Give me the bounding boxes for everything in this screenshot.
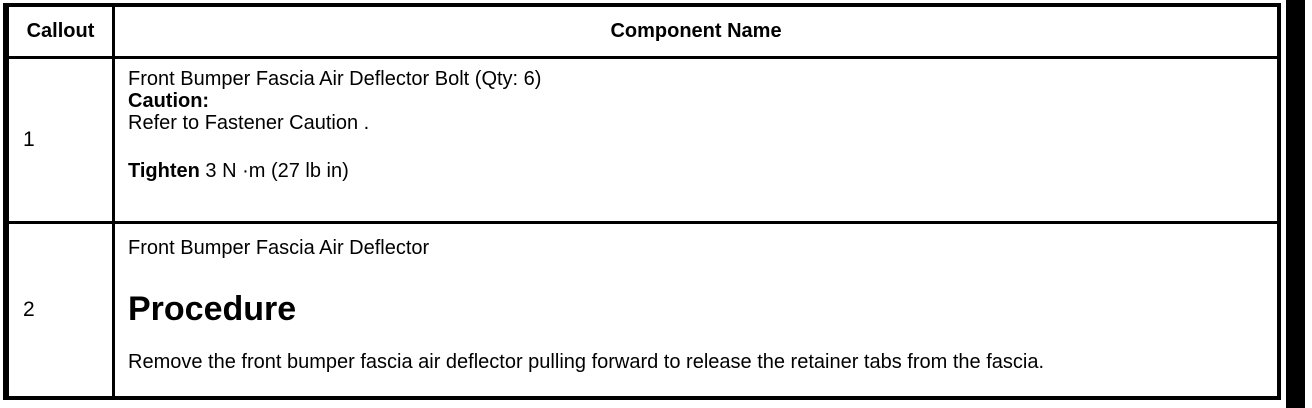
table-row-1-content: Front Bumper Fascia Air Deflector Bolt (… — [112, 56, 1277, 221]
procedure-text: Remove the front bumper fascia air defle… — [128, 351, 1045, 373]
tighten-line: Tighten 3 N ·m (27 lb in) — [128, 160, 1265, 182]
callout-number: 2 — [23, 298, 35, 321]
component-table: Callout Component Name 1 Front Bumper Fa… — [3, 3, 1281, 400]
table-row-1-callout: 1 — [9, 56, 112, 221]
caution-label: Caution: — [128, 90, 210, 112]
callout-number: 1 — [23, 128, 35, 151]
header-callout: Callout — [9, 7, 112, 56]
right-edge-bar — [1286, 0, 1305, 408]
header-callout-label: Callout — [26, 20, 95, 42]
component-name-text: Front Bumper Fascia Air Deflector Bolt (… — [128, 68, 542, 90]
tighten-value: 3 N ·m (27 lb in) — [199, 160, 349, 182]
header-component-name-label: Component Name — [610, 20, 782, 42]
header-component-name: Component Name — [112, 7, 1277, 56]
table-row-2-callout: 2 — [9, 221, 112, 396]
table-row-2-content: Front Bumper Fascia Air Deflector Proced… — [112, 221, 1277, 396]
component-name-text: Front Bumper Fascia Air Deflector — [128, 237, 430, 259]
caution-text: Refer to Fastener Caution . — [128, 112, 370, 134]
tighten-label: Tighten — [128, 160, 200, 182]
procedure-heading: Procedure — [128, 290, 297, 328]
